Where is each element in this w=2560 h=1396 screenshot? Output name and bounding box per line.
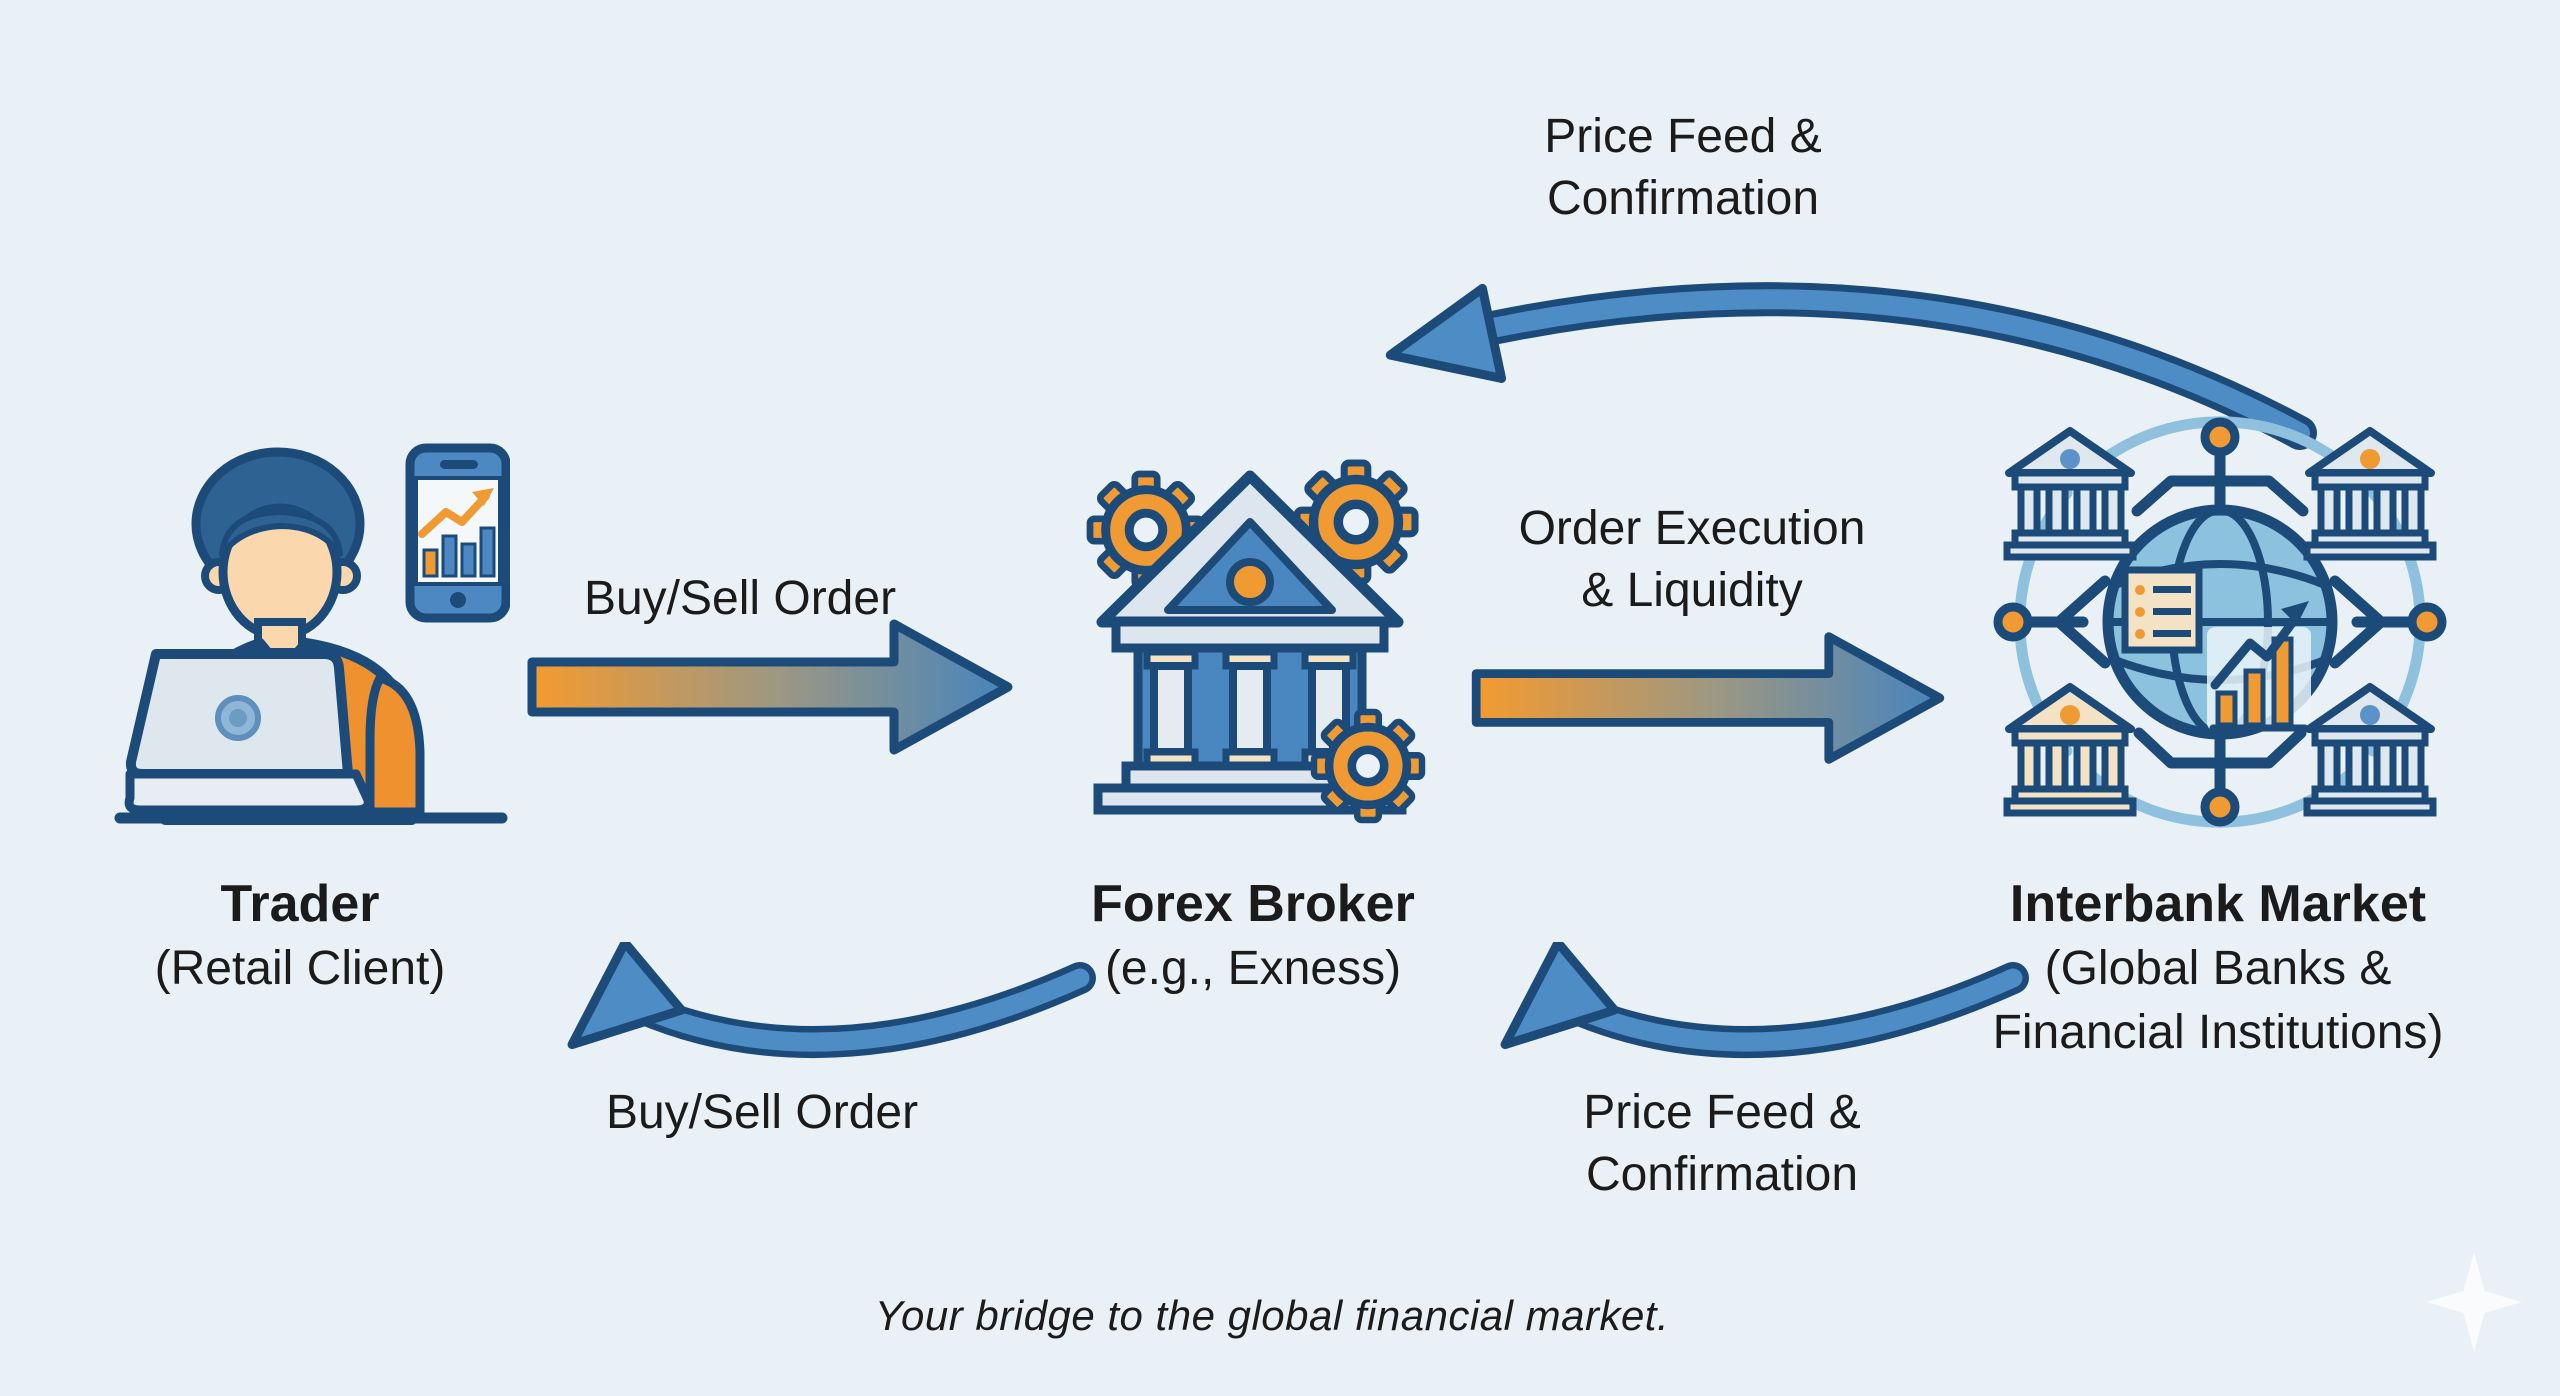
order-execution-label-line1: Order Execution — [1518, 502, 1866, 555]
buy-sell-order-top-label: Buy/Sell Order — [583, 572, 897, 625]
price-feed-bottom-label: Price Feed & Confirmation — [1583, 1082, 1860, 1206]
trader-icon — [114, 443, 510, 825]
price-feed-bottom-label-line1: Price Feed & — [1583, 1086, 1861, 1139]
price-feed-top-label: Price Feed & Confirmation — [1544, 106, 1821, 230]
straight-arrow-trader-to-broker-icon — [527, 619, 1013, 755]
price-feed-bottom-label-line2: Confirmation — [1585, 1148, 1859, 1201]
broker-title: Forex Broker — [1091, 875, 1415, 933]
straight-arrow-broker-to-interbank-icon — [1471, 632, 1945, 764]
star-watermark-icon — [2426, 1252, 2522, 1352]
interbank-network-icon — [1993, 416, 2447, 828]
broker-subtitle: (e.g., Exness) — [1104, 942, 1402, 995]
bank-pediment-dot — [2060, 705, 2080, 725]
bank-pediment-dot — [2360, 449, 2380, 469]
price-feed-top-label-line2: Confirmation — [1546, 172, 1820, 225]
curved-arrow-broker-to-trader-icon — [567, 942, 1096, 1059]
order-execution-label: Order Execution & Liquidity — [1519, 498, 1866, 622]
order-execution-label-line2: & Liquidity — [1581, 564, 1803, 617]
growth-chart-icon — [2207, 601, 2311, 732]
interbank-subtitle-line2: Financial Institutions) — [1992, 1006, 2444, 1059]
interbank-subtitle-line1: (Global Banks & — [2044, 942, 2392, 995]
curved-arrow-interbank-to-broker-icon — [1385, 282, 2317, 450]
bank-pediment-dot — [2360, 705, 2380, 725]
buy-sell-order-bottom-label: Buy/Sell Order — [605, 1086, 919, 1139]
trader-subtitle: (Retail Client) — [154, 942, 446, 995]
price-feed-top-label-line1: Price Feed & — [1544, 110, 1822, 163]
bank-pediment-dot — [2060, 449, 2080, 469]
bank-building — [1093, 470, 1407, 815]
interbank-title: Interbank Market — [2009, 875, 2427, 933]
gear-icon — [1314, 712, 1422, 820]
tagline: Your bridge to the global financial mark… — [874, 1292, 1670, 1339]
price-list-icon — [2121, 566, 2203, 654]
smartphone-icon — [405, 443, 510, 623]
network-nodes — [1993, 417, 2447, 827]
curved-arrow-interbank-to-broker-bottom-icon — [1500, 942, 2029, 1059]
trader-title: Trader — [220, 875, 380, 933]
laptop-icon — [124, 649, 373, 815]
broker-bank-icon — [1050, 430, 1450, 850]
